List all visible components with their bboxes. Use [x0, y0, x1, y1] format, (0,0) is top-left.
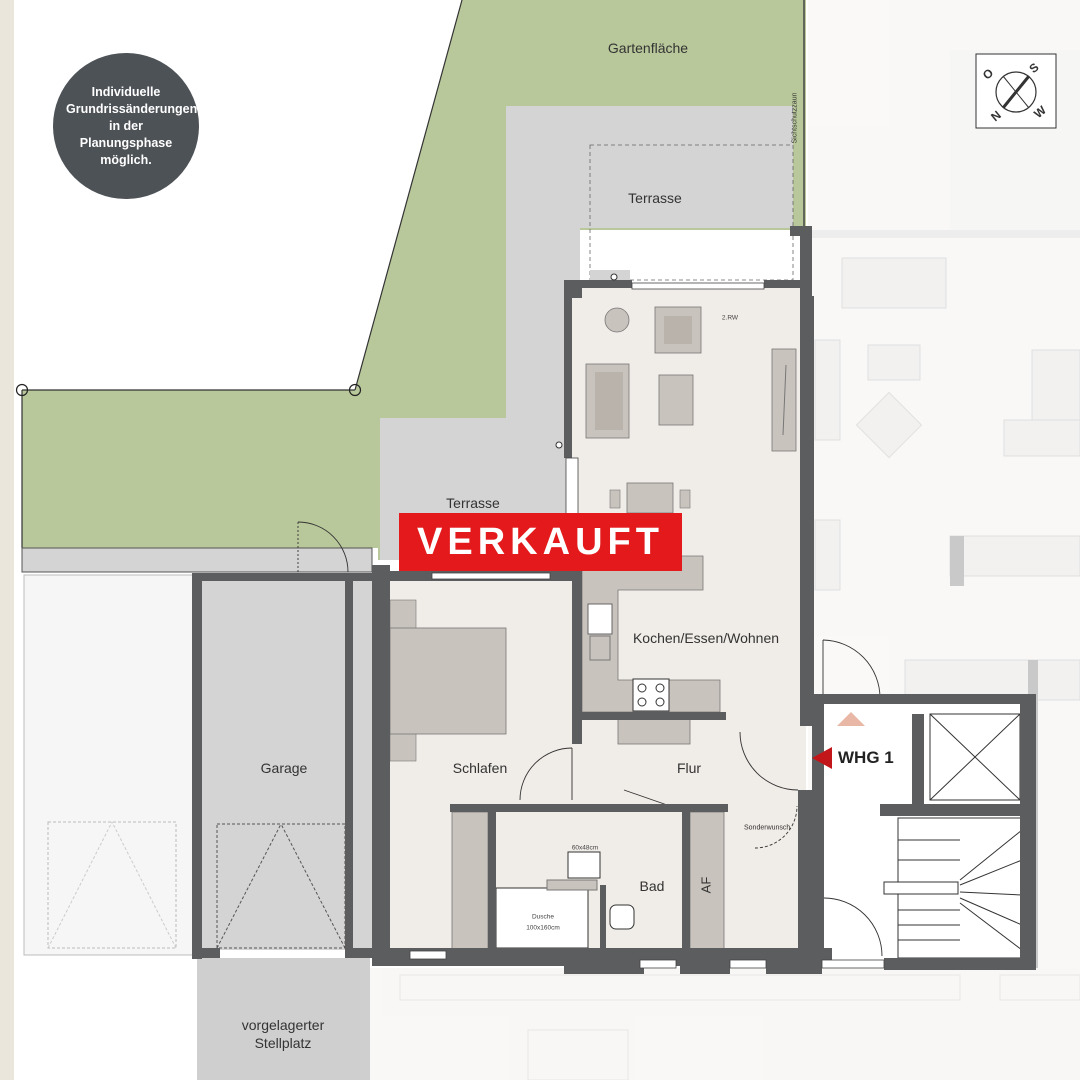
info-badge-text: Individuelle Grundrissänderungen in der … [66, 84, 198, 167]
shower-size-label: 100x160cm [526, 924, 560, 932]
parking-spot [197, 958, 370, 1080]
driveway-strip [21, 547, 373, 573]
shower-label: Dusche [531, 913, 555, 921]
hall-label: Flur [676, 760, 702, 776]
sink-size-label: 60x48cm [571, 844, 599, 852]
terrace-top-label: Terrasse [628, 190, 682, 206]
garage-label: Garage [260, 760, 308, 776]
garden-label: Gartenfläche [607, 40, 689, 56]
special-request-label: Sonderwunsch [744, 824, 791, 832]
info-badge: Individuelle Grundrissänderungen in der … [53, 53, 199, 199]
compass-rose [975, 53, 1057, 129]
terrace-paving [380, 106, 793, 560]
bath-label: Bad [639, 878, 665, 894]
unit-label: WHG 1 [838, 748, 894, 767]
window-note: 2.RW [721, 314, 739, 322]
survey-point-left [15, 383, 29, 397]
parking-label: vorgelagerter Stellplatz [241, 1017, 325, 1051]
bedroom-label: Schlafen [452, 760, 508, 776]
living-room-label: Kochen/Essen/Wohnen [632, 630, 780, 646]
unit-tag: WHG 1 [812, 747, 894, 769]
sold-banner: VERKAUFT [399, 513, 682, 571]
survey-point-right [348, 383, 362, 397]
privacy-fence-label: Sichtschutzzaun [791, 92, 799, 144]
left-margin-strip [0, 0, 14, 1080]
unit-arrow-icon [812, 747, 832, 769]
af-label: AF [698, 876, 714, 894]
terrace-left-label: Terrasse [446, 495, 500, 511]
